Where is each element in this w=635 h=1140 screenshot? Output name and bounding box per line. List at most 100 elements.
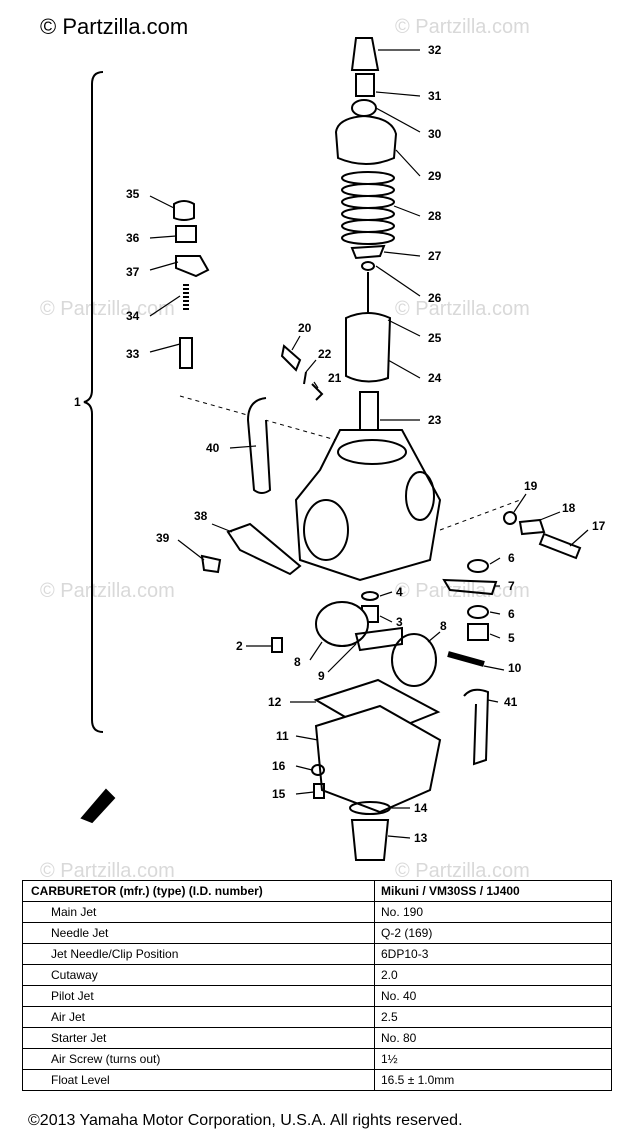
callout-8: 8 xyxy=(440,619,447,633)
spec-value: 2.0 xyxy=(374,964,612,986)
callout-36: 36 xyxy=(126,231,140,245)
callout-40: 40 xyxy=(206,441,220,455)
spec-label: Air Screw (turns out) xyxy=(22,1048,375,1070)
spec-value: 6DP10-3 xyxy=(374,943,612,965)
part-39-screw xyxy=(200,554,222,574)
callout-17: 17 xyxy=(592,519,606,533)
callout-1: 1 xyxy=(74,395,81,409)
spec-value: 2.5 xyxy=(374,1006,612,1028)
part-22-spring xyxy=(303,371,307,385)
spec-label: Needle Jet xyxy=(22,922,375,944)
part-38-bracket xyxy=(226,522,302,576)
part-36-nut xyxy=(175,225,197,243)
part-19-oring xyxy=(503,511,517,525)
callout-6: 6 xyxy=(508,607,515,621)
spec-label: Jet Needle/Clip Position xyxy=(22,943,375,965)
watermark: © Partzilla.com xyxy=(40,860,175,882)
spec-value: No. 190 xyxy=(374,901,612,923)
callout-16: 16 xyxy=(272,759,286,773)
callout-30: 30 xyxy=(428,127,442,141)
part-32-cap xyxy=(350,37,380,71)
callout-9: 9 xyxy=(318,669,325,683)
copyright-notice: ©2013 Yamaha Motor Corporation, U.S.A. A… xyxy=(28,1112,463,1129)
part-30-nut xyxy=(351,99,377,117)
callout-8: 8 xyxy=(294,655,301,669)
part-17-screw xyxy=(538,532,582,560)
spec-value: Q-2 (169) xyxy=(374,922,612,944)
part-5-nut xyxy=(467,623,489,641)
callout-14: 14 xyxy=(414,801,428,815)
part-40-hose xyxy=(246,397,272,494)
part-6-washer xyxy=(467,559,489,573)
callout-27: 27 xyxy=(428,249,442,263)
spec-label: Pilot Jet xyxy=(22,985,375,1007)
callout-11: 11 xyxy=(276,729,289,743)
callout-18: 18 xyxy=(562,501,576,515)
spec-label: Air Jet xyxy=(22,1006,375,1028)
carburetor-inlet xyxy=(303,499,349,561)
carburetor-spec-table: CARBURETOR (mfr.) (type) (I.D. number) M… xyxy=(22,880,612,1091)
callout-21: 21 xyxy=(328,371,342,385)
spec-header-row: CARBURETOR (mfr.) (type) (I.D. number) M… xyxy=(22,880,612,902)
spec-value: No. 40 xyxy=(374,985,612,1007)
part-13-plug xyxy=(350,819,390,861)
callout-15: 15 xyxy=(272,787,286,801)
part-4-washer xyxy=(361,591,379,601)
part-41-hose xyxy=(463,688,490,766)
carburetor-exploded-diagram: 1 xyxy=(74,37,606,861)
callout-2: 2 xyxy=(236,639,243,653)
spec-label: Cutaway xyxy=(22,964,375,986)
part-26-clip xyxy=(361,261,375,271)
callout-37: 37 xyxy=(126,265,140,279)
part-37-lever xyxy=(175,255,210,278)
part-24-throttle-valve xyxy=(345,312,392,383)
watermark: © Partzilla.com xyxy=(40,298,175,320)
spec-value: No. 80 xyxy=(374,1027,612,1049)
carburetor-outlet xyxy=(405,471,435,521)
group-bracket xyxy=(83,71,104,733)
callout-25: 25 xyxy=(428,331,442,345)
spec-header-label: CARBURETOR (mfr.) (type) (I.D. number) xyxy=(22,880,375,902)
callout-33: 33 xyxy=(126,347,140,361)
carburetor-throat-top xyxy=(337,439,407,465)
callout-32: 32 xyxy=(428,43,442,57)
callout-39: 39 xyxy=(156,531,170,545)
yamaha-emblem-icon xyxy=(80,788,116,824)
callout-13: 13 xyxy=(414,831,428,845)
callout-26: 26 xyxy=(428,291,442,305)
watermark: © Partzilla.com xyxy=(395,860,530,882)
watermark: © Partzilla.com xyxy=(395,298,530,320)
callout-29: 29 xyxy=(428,169,442,183)
part-2-screw xyxy=(271,637,283,653)
callout-4: 4 xyxy=(396,585,403,599)
part-28-spring xyxy=(341,171,395,245)
part-8-float-b xyxy=(391,633,437,687)
part-21-screw xyxy=(311,383,324,401)
callout-24: 24 xyxy=(428,371,442,385)
callout-28: 28 xyxy=(428,209,442,223)
callout-3: 3 xyxy=(396,615,403,629)
part-11-float-bowl xyxy=(314,704,442,814)
spec-label: Main Jet xyxy=(22,901,375,923)
callout-31: 31 xyxy=(428,89,442,103)
part-20-screw xyxy=(280,344,302,372)
part-15-screw xyxy=(313,783,325,799)
carburetor-body xyxy=(294,429,442,582)
part-9-float-arm xyxy=(354,626,403,652)
callout-22: 22 xyxy=(318,347,332,361)
callout-10: 10 xyxy=(508,661,522,675)
spec-row: Air Screw (turns out)1½ xyxy=(22,1048,612,1070)
part-29-top xyxy=(334,114,398,165)
part-7-bracket xyxy=(442,578,498,596)
part-6-washer-b xyxy=(467,605,489,619)
spec-value: 16.5 ± 1.0mm xyxy=(374,1069,612,1091)
part-8-float xyxy=(315,601,369,647)
spec-value: 1½ xyxy=(374,1048,612,1070)
